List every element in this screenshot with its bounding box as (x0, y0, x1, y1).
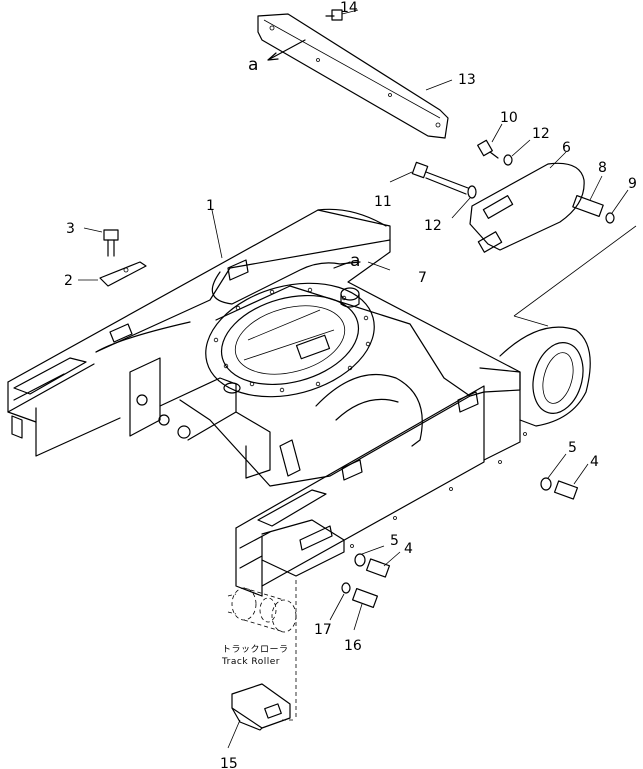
callout-a-top: a (248, 55, 258, 75)
callout-11: 11 (374, 194, 392, 210)
callout-1: 1 (206, 198, 215, 214)
callout-5-front: 5 (390, 533, 399, 549)
guard-6 (469, 151, 585, 253)
callout-a-mid: a (350, 251, 360, 271)
arrow-a-top (267, 39, 306, 61)
bracket-2 (78, 261, 147, 287)
callout-10: 10 (500, 110, 518, 126)
track-roller-label-jp: トラックローラ (222, 644, 289, 655)
bolt-4-front (365, 551, 401, 578)
bolt-3 (83, 227, 119, 257)
washer-12-top (503, 139, 531, 166)
callout-15: 15 (220, 756, 238, 769)
cover-plate-13 (257, 13, 449, 139)
track-roller (227, 587, 297, 633)
callout-14: 14 (340, 0, 358, 16)
callout-17: 17 (314, 622, 332, 638)
washer-9 (605, 189, 629, 224)
bolt-14 (325, 9, 359, 21)
washer-5-right (540, 453, 567, 491)
bolt-11 (389, 161, 469, 195)
washer-12-mid (451, 185, 477, 219)
callout-12-mid: 12 (424, 218, 442, 234)
track-roller-label-en: Track Roller (221, 657, 280, 667)
callout-3: 3 (66, 221, 75, 237)
callout-8: 8 (598, 160, 607, 176)
callout-5-right: 5 (568, 440, 577, 456)
callout-9: 9 (628, 176, 637, 192)
callout-4-front: 4 (404, 541, 413, 557)
callout-4-right: 4 (590, 454, 599, 470)
pin-8 (572, 175, 604, 218)
pipe-7 (95, 261, 391, 353)
callout-7: 7 (418, 270, 427, 286)
bolt-4-right (553, 463, 589, 500)
callout-6: 6 (562, 140, 571, 156)
washer-5-front (354, 545, 385, 567)
bolt-16 (352, 587, 378, 631)
callout-12-top: 12 (532, 126, 550, 142)
roller-guard-15 (227, 683, 291, 749)
callout-13: 13 (458, 72, 476, 88)
callout-2: 2 (64, 273, 73, 289)
track-frame-1 (7, 208, 637, 721)
bolt-10 (477, 123, 503, 159)
washer-17 (329, 582, 351, 621)
callout-16: 16 (344, 638, 362, 654)
